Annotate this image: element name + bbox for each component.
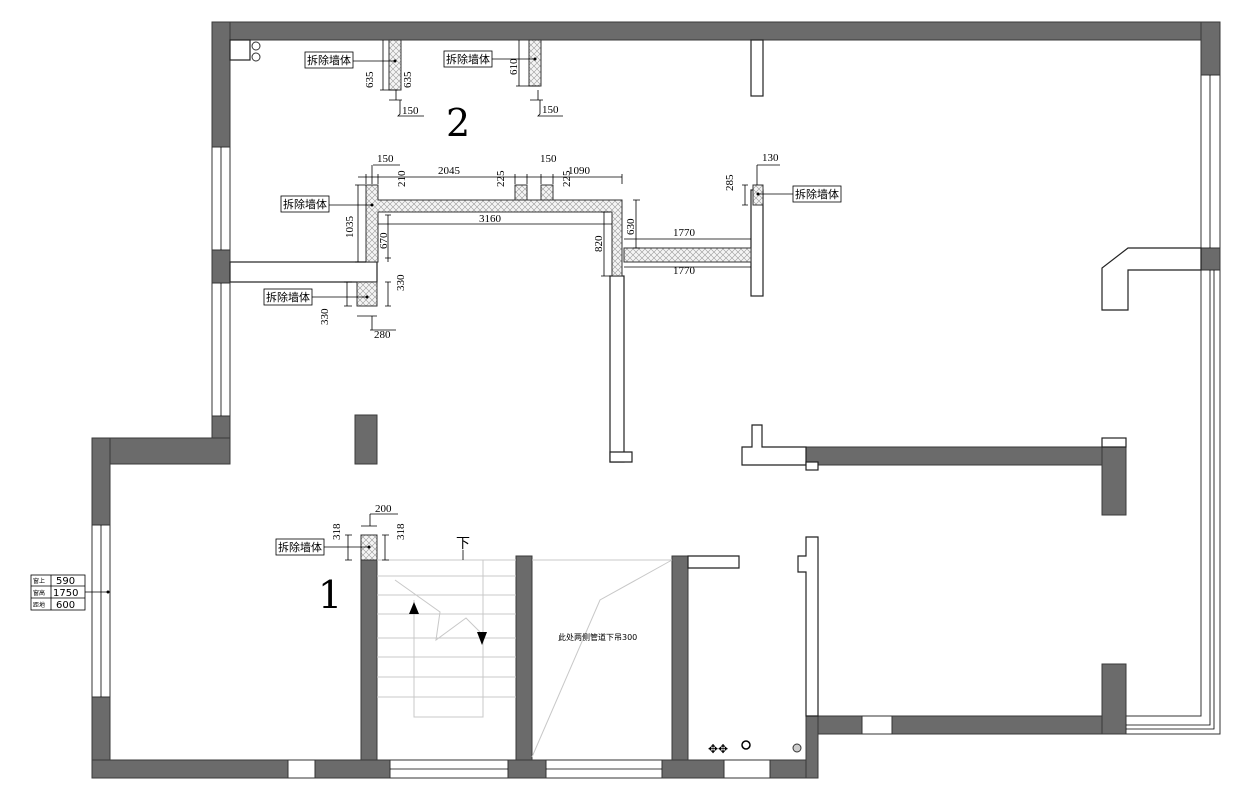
dim-label: 610: [508, 58, 520, 75]
pipe-note: 此处两侧管道下吊300: [558, 632, 637, 642]
windows: [91, 74, 1221, 779]
dim-label: 635: [402, 71, 414, 88]
valve-icon: ✥✥: [708, 742, 728, 756]
stair-up-arrow-icon: [409, 602, 419, 614]
interior-walls: [229, 39, 1202, 761]
dim-label: 280: [374, 329, 391, 341]
window-sill-value: 590: [56, 576, 75, 587]
dim-label: 150: [542, 104, 559, 116]
dim-label: 150: [377, 153, 394, 165]
window-height-label: 窗高: [33, 589, 45, 597]
dim-label: 130: [762, 152, 779, 164]
tag-text: 拆除墙体: [283, 197, 327, 211]
dim-label: 1090: [568, 165, 591, 177]
pipe-icon: [251, 41, 261, 51]
dim-label: 330: [319, 308, 331, 325]
dim-label: 1770: [673, 227, 696, 239]
stair-down-arrow-icon: [477, 632, 487, 645]
window-sill-label: 窗上: [33, 577, 45, 585]
dim-label: 210: [396, 170, 408, 187]
staircase: 下: [377, 536, 673, 758]
remove-wall-tag: 拆除墙体: [275, 538, 371, 556]
dim-label: 330: [395, 274, 407, 291]
window-info-box: 窗上 590 窗高 1750 距地 600: [30, 574, 110, 611]
dim-label: 635: [364, 71, 376, 88]
dim-label: 318: [331, 523, 343, 540]
remove-wall-tag: 拆除墙体: [280, 195, 374, 213]
pipe-icon: [251, 52, 261, 62]
dim-label: 318: [395, 523, 407, 540]
remove-wall-tag: 拆除墙体: [263, 288, 369, 306]
exterior-walls: [91, 21, 1221, 779]
dim-label: 1770: [673, 265, 696, 277]
window-floor-value: 600: [56, 600, 75, 611]
dim-label: 225: [495, 170, 507, 187]
dim-label: 1035: [344, 216, 356, 239]
dim-label: 150: [540, 153, 557, 165]
dim-label: 285: [724, 174, 736, 191]
remove-wall-tag: 拆除墙体: [304, 51, 397, 69]
dim-label: 630: [625, 218, 637, 235]
demolished-walls: [356, 39, 764, 561]
window-height-value: 1750: [53, 588, 78, 599]
dimension-lines: [344, 40, 780, 561]
drain-icon: [792, 743, 802, 753]
dim-label: 150: [402, 105, 419, 117]
dim-label: 3160: [479, 213, 502, 225]
tag-text: 拆除墙体: [446, 52, 490, 66]
tag-text: 拆除墙体: [266, 290, 310, 304]
drain-icon: [741, 740, 751, 750]
remove-wall-tag: 拆除墙体: [443, 50, 537, 68]
room-number-1: 1: [318, 573, 342, 617]
tag-text: 拆除墙体: [307, 53, 351, 67]
tag-text: 拆除墙体: [795, 187, 839, 201]
room-number-2: 2: [446, 101, 470, 145]
fixtures: ✥✥: [229, 39, 802, 756]
dim-label: 2045: [438, 165, 461, 177]
dim-label: 670: [378, 232, 390, 249]
dim-label: 820: [593, 235, 605, 252]
dim-label: 225: [561, 170, 573, 187]
window-floor-label: 距地: [33, 601, 45, 609]
remove-wall-tag: 拆除墙体: [756, 185, 842, 203]
tag-text: 拆除墙体: [278, 540, 322, 554]
stair-down-label: 下: [456, 536, 470, 552]
dim-label: 200: [375, 503, 392, 515]
